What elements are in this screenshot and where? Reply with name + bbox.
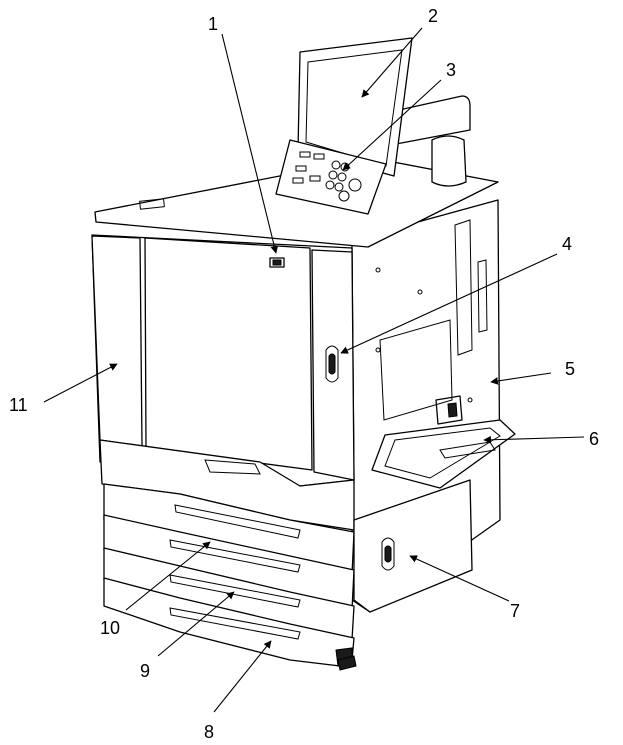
machine-rear-strip xyxy=(454,219,473,356)
leader-line-11 xyxy=(43,363,118,403)
callout-label-8: 8 xyxy=(204,722,214,742)
keypad xyxy=(292,151,362,202)
leader-line-2 xyxy=(361,27,423,98)
callout-label-9: 9 xyxy=(140,661,150,681)
leader-line-6 xyxy=(483,435,585,444)
callout-label-4: 4 xyxy=(562,234,572,254)
callouts: 1 2 3 4 5 6 7 8 9 10 11 xyxy=(9,6,599,742)
leader-line-4 xyxy=(340,253,558,354)
manual-bypass-tray xyxy=(371,419,516,489)
callout-label-1: 1 xyxy=(208,14,218,34)
leader-line-5 xyxy=(490,372,552,385)
machine-left-panel xyxy=(91,235,143,447)
callout-label-7: 7 xyxy=(510,601,520,621)
control-panel xyxy=(275,139,387,215)
panel-arm-post xyxy=(431,135,467,187)
door-handle xyxy=(325,345,339,383)
front-door xyxy=(144,237,313,471)
callout-label-10: 10 xyxy=(100,618,120,638)
leader-line-3 xyxy=(342,79,442,171)
leader-line-10 xyxy=(125,541,211,611)
caster xyxy=(337,655,357,671)
leader-line-1 xyxy=(221,33,279,254)
lower-right-cabinet xyxy=(353,479,473,613)
leader-line-8 xyxy=(213,640,272,713)
callout-label-2: 2 xyxy=(428,6,438,26)
callout-label-3: 3 xyxy=(446,60,456,80)
leader-line-9 xyxy=(157,591,235,657)
copier-illustration xyxy=(91,37,516,671)
callout-label-5: 5 xyxy=(565,359,575,379)
callout-label-6: 6 xyxy=(589,429,599,449)
leader-line-7 xyxy=(409,555,510,602)
callout-label-11: 11 xyxy=(9,395,28,415)
